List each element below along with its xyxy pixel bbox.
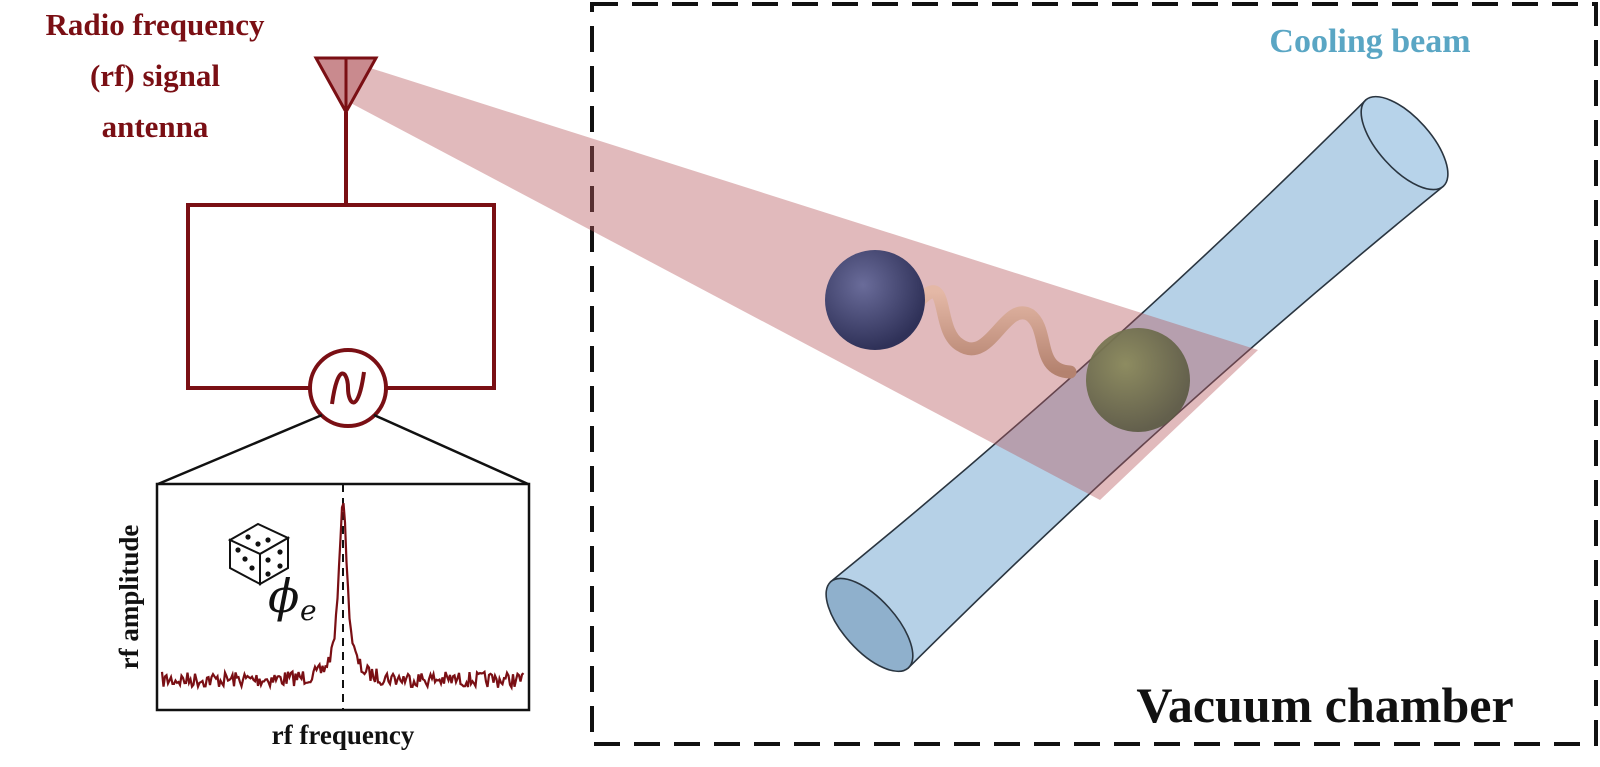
- spectrum-trace: [160, 502, 525, 691]
- zoom-line-left: [157, 413, 323, 486]
- ion-light: [1086, 328, 1190, 432]
- spectrum-trace-line: [160, 502, 525, 691]
- antenna-label-line2: (rf) signal: [90, 58, 220, 93]
- phase-symbol: ϕ: [268, 569, 299, 623]
- ac-source-icon: [308, 348, 388, 428]
- zoom-line-right: [373, 413, 529, 486]
- vacuum-chamber-border: [590, 2, 1598, 746]
- rf-beam-cone: [345, 60, 1258, 500]
- antenna-label-line3: antenna: [102, 109, 209, 144]
- ion-dark: [825, 250, 925, 350]
- spectrum-xlabel: rf frequency: [272, 720, 415, 750]
- dice-icon: [227, 522, 291, 586]
- spring-coupling: [913, 285, 1077, 379]
- antenna-label-line1: Radio frequency: [45, 7, 265, 42]
- spectrum-ylabel: rf amplitude: [114, 525, 144, 670]
- vacuum-chamber-label: Vacuum chamber: [1136, 677, 1513, 733]
- cooling-beam-label: Cooling beam: [1269, 23, 1470, 60]
- phase-subscript: e: [300, 594, 317, 627]
- antenna-icon: [313, 56, 379, 205]
- rf-circuit-loop: [186, 203, 496, 390]
